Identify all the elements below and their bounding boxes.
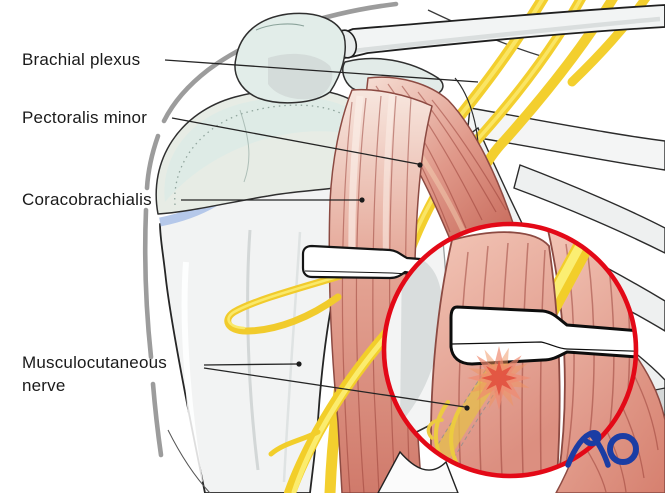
label-brachial-plexus: Brachial plexus <box>22 50 141 69</box>
leader-line-brachial-plexus <box>164 59 479 83</box>
body-contour <box>142 1 399 458</box>
ao-logo <box>565 430 639 468</box>
retractor-tool-magnified <box>449 305 636 366</box>
inset-ring <box>381 221 639 479</box>
leader-line-musculocutaneous-b <box>203 367 466 408</box>
leader-line-musculocutaneous-a <box>203 363 298 366</box>
leader-dots <box>296 162 470 411</box>
injury-star-icon <box>467 346 531 410</box>
leader-lines <box>164 59 479 408</box>
soft-tissue-bottom <box>377 450 459 493</box>
label-coracobrachialis: Coracobrachialis <box>22 190 152 209</box>
label-musculocutaneous-nerve: Musculocutaneous nerve <box>22 353 167 395</box>
circumflex-nerve-loop <box>224 272 344 335</box>
leader-line-pectoralis-minor <box>171 117 419 165</box>
humeral-head-cartilage <box>155 87 376 227</box>
clavicle-bone <box>334 4 665 60</box>
label-pectoralis-minor: Pectoralis minor <box>22 108 148 127</box>
